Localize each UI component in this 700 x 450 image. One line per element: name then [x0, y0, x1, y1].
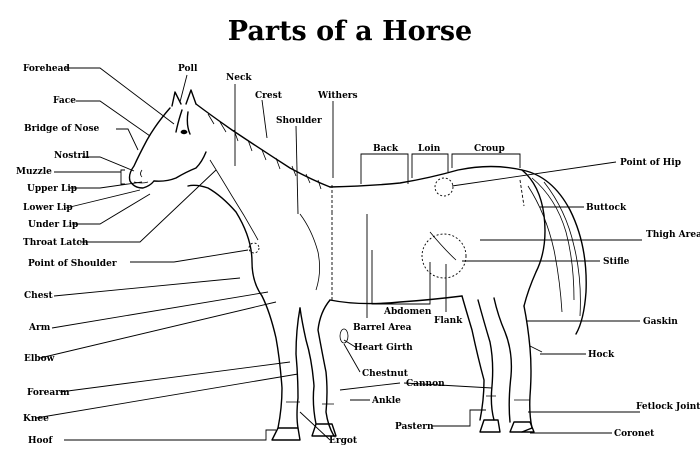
leader-lines [35, 67, 642, 441]
label-abdomen: Abdomen [383, 307, 432, 317]
label-bridge-of-nose: Bridge of Nose [24, 124, 100, 134]
label-withers: Withers [317, 91, 358, 101]
label-poll: Poll [178, 64, 198, 74]
label-ankle: Ankle [371, 396, 401, 406]
label-buttock: Buttock [586, 203, 627, 213]
horse-outline [120, 89, 587, 441]
label-under-lip: Under Lip [28, 220, 78, 230]
label-flank: Flank [434, 316, 463, 326]
label-pastern: Pastern [395, 422, 434, 432]
label-hock: Hock [588, 350, 615, 360]
label-face: Face [53, 96, 76, 106]
label-forehead: Forehead [23, 64, 70, 74]
label-back: Back [373, 144, 399, 154]
diagram-title: Parts of a Horse [227, 16, 473, 47]
label-croup: Croup [474, 144, 505, 154]
label-nostril: Nostril [54, 151, 90, 161]
label-loin: Loin [418, 144, 441, 154]
label-lower-lip: Lower Lip [23, 203, 73, 213]
topline-brackets [360, 153, 521, 184]
label-elbow: Elbow [24, 354, 55, 364]
label-upper-lip: Upper Lip [27, 184, 77, 194]
label-shoulder: Shoulder [276, 116, 322, 126]
label-point-of-shoulder: Point of Shoulder [28, 259, 117, 269]
label-knee: Knee [23, 414, 49, 424]
label-muzzle: Muzzle [16, 167, 52, 177]
label-chest: Chest [24, 291, 53, 301]
label-thigh-area-text: Thigh Area [646, 230, 700, 240]
label-coronet: Coronet [614, 429, 655, 439]
label-crest: Crest [255, 91, 283, 101]
label-neck: Neck [226, 73, 252, 83]
label-cannon: Cannon [406, 379, 445, 389]
label-chestnut: Chestnut [362, 369, 409, 379]
label-stifle: Stifle [603, 257, 630, 267]
label-point-of-hip: Point of Hip [620, 158, 681, 168]
label-barrel-area: Barrel Area [353, 323, 412, 333]
label-throat-latch: Throat Latch [23, 238, 89, 248]
label-gaskin: Gaskin [643, 317, 678, 327]
label-hoof: Hoof [28, 436, 54, 446]
label-ergot: Ergot [329, 436, 358, 446]
label-forearm: Forearm [27, 388, 70, 398]
label-heart-girth: Heart Girth [354, 343, 413, 353]
part-labels: Forehead Poll Neck Crest Withers Face Sh… [16, 64, 700, 446]
label-thigh-area: Thigh Area [646, 230, 700, 240]
label-fetlock-joint: Fetlock Joint [636, 402, 700, 412]
label-arm: Arm [28, 323, 51, 333]
